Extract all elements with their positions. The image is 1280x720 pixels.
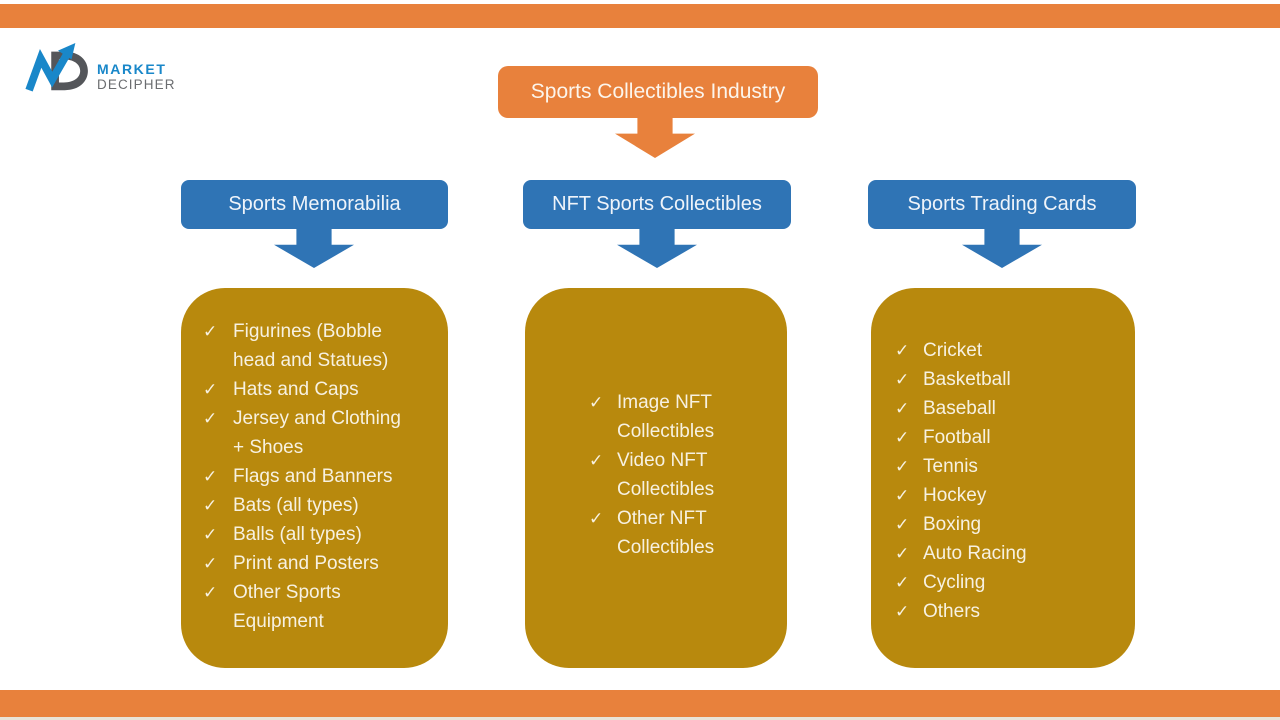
- list-item: ✓ Other Sports Equipment: [203, 578, 448, 636]
- panel-sports-trading-cards: ✓ Cricket ✓ Basketball ✓ Baseball ✓ Football ✓ Te…: [871, 288, 1135, 668]
- list-item: ✓ Auto Racing: [895, 539, 1135, 568]
- item-label: Figurines (Bobble head and Statues): [233, 321, 389, 371]
- check-icon: ✓: [895, 602, 910, 621]
- branch-down-arrow-icon: [617, 228, 697, 268]
- check-icon: ✓: [895, 544, 910, 563]
- branch-header-label: Sports Memorabilia: [228, 193, 401, 215]
- item-label: Video NFT Collectibles: [617, 450, 715, 500]
- item-label: Hats and Caps: [233, 379, 359, 400]
- item-label: Flags and Banners: [233, 466, 393, 487]
- item-label: Cricket: [923, 340, 983, 361]
- list-item: ✓ Hockey: [895, 481, 1135, 510]
- panel-sports-memorabilia: ✓ Figurines (Bobble head and Statues) ✓ Hat…: [181, 288, 448, 668]
- branch-header-nft-sports-collectibles: NFT Sports Collectibles: [523, 180, 791, 229]
- item-label: Others: [923, 601, 981, 622]
- list-item: ✓ Balls (all types): [203, 520, 448, 549]
- check-icon: ✓: [895, 486, 910, 505]
- list-item: ✓ Bats (all types): [203, 491, 448, 520]
- list-item: ✓ Jersey and Clothing + Shoes: [203, 404, 448, 462]
- branch-down-arrow-icon: [274, 228, 354, 268]
- check-icon: ✓: [895, 573, 910, 592]
- item-list: ✓ Cricket ✓ Basketball ✓ Baseball ✓ Football ✓ Te…: [871, 288, 1135, 626]
- branch-header-sports-trading-cards: Sports Trading Cards: [868, 180, 1136, 229]
- check-icon: ✓: [589, 393, 604, 412]
- check-icon: ✓: [203, 525, 218, 544]
- list-item: ✓ Hats and Caps: [203, 375, 448, 404]
- brand-name-market: MARKET: [97, 61, 167, 77]
- list-item: ✓ Other NFT Collectibles: [589, 504, 751, 562]
- item-label: Boxing: [923, 514, 982, 535]
- list-item: ✓ Print and Posters: [203, 549, 448, 578]
- branch-down-arrow-icon: [962, 228, 1042, 268]
- item-label: Print and Posters: [233, 553, 379, 574]
- list-item: ✓ Figurines (Bobble head and Statues): [203, 317, 448, 375]
- panel-nft-sports-collectibles: ✓ Image NFT Collectibles ✓ Video NFT Collec…: [525, 288, 787, 668]
- check-icon: ✓: [203, 583, 218, 602]
- check-icon: ✓: [203, 467, 218, 486]
- item-label: Bats (all types): [233, 495, 359, 516]
- check-icon: ✓: [203, 322, 218, 341]
- check-icon: ✓: [895, 341, 910, 360]
- md-logo-icon: [25, 42, 88, 92]
- root-down-arrow-icon: [615, 116, 695, 158]
- list-item: ✓ Others: [895, 597, 1135, 626]
- check-icon: ✓: [895, 370, 910, 389]
- branch-header-label: Sports Trading Cards: [907, 193, 1097, 215]
- list-item: ✓ Cricket: [895, 336, 1135, 365]
- item-list: ✓ Figurines (Bobble head and Statues) ✓ Hat…: [181, 288, 448, 636]
- item-label: Tennis: [923, 456, 978, 477]
- bottom-accent-bar: [0, 690, 1280, 717]
- item-label: Cycling: [923, 572, 986, 593]
- brand-logo: MARKET DECIPHER: [24, 42, 176, 96]
- item-label: Other NFT Collectibles: [617, 508, 715, 558]
- item-label: Hockey: [923, 485, 987, 506]
- item-label: Auto Racing: [923, 543, 1027, 564]
- check-icon: ✓: [895, 399, 910, 418]
- list-item: ✓ Flags and Banners: [203, 462, 448, 491]
- list-item: ✓ Basketball: [895, 365, 1135, 394]
- check-icon: ✓: [203, 496, 218, 515]
- item-label: Image NFT Collectibles: [617, 392, 715, 442]
- check-icon: ✓: [895, 428, 910, 447]
- item-label: Baseball: [923, 398, 996, 419]
- list-item: ✓ Tennis: [895, 452, 1135, 481]
- check-icon: ✓: [895, 515, 910, 534]
- brand-name-decipher: DECIPHER: [97, 77, 176, 92]
- check-icon: ✓: [589, 451, 604, 470]
- root-node: Sports Collectibles Industry: [498, 66, 818, 118]
- root-node-label: Sports Collectibles Industry: [530, 80, 786, 103]
- item-label: Balls (all types): [233, 524, 362, 545]
- item-label: Basketball: [923, 369, 1011, 390]
- check-icon: ✓: [589, 509, 604, 528]
- list-item: ✓ Boxing: [895, 510, 1135, 539]
- check-icon: ✓: [203, 554, 218, 573]
- item-label: Other Sports Equipment: [233, 582, 341, 632]
- check-icon: ✓: [203, 409, 218, 428]
- list-item: ✓ Image NFT Collectibles: [589, 388, 751, 446]
- list-item: ✓ Baseball: [895, 394, 1135, 423]
- branch-header-sports-memorabilia: Sports Memorabilia: [181, 180, 448, 229]
- check-icon: ✓: [895, 457, 910, 476]
- item-label: Jersey and Clothing + Shoes: [233, 408, 401, 458]
- bottom-edge-strip: [0, 717, 1280, 720]
- check-icon: ✓: [203, 380, 218, 399]
- list-item: ✓ Cycling: [895, 568, 1135, 597]
- list-item: ✓ Football: [895, 423, 1135, 452]
- item-label: Football: [923, 427, 991, 448]
- brand-wordmark: MARKET DECIPHER: [97, 61, 176, 93]
- top-accent-bar: [0, 4, 1280, 28]
- branch-header-label: NFT Sports Collectibles: [552, 193, 762, 215]
- item-list: ✓ Image NFT Collectibles ✓ Video NFT Collec…: [525, 388, 751, 568]
- list-item: ✓ Video NFT Collectibles: [589, 446, 751, 504]
